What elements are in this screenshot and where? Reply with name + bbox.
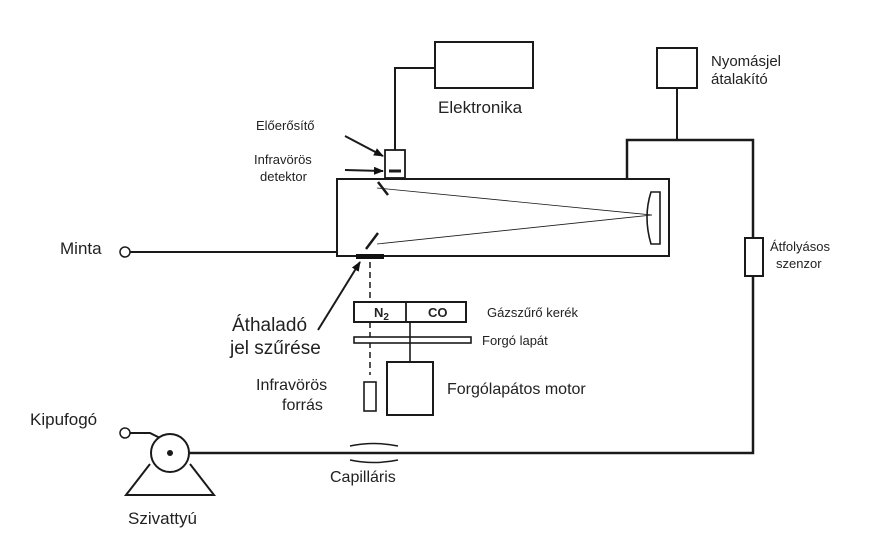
concave-mirror (646, 191, 661, 245)
exhaust-port (119, 427, 131, 439)
electronics-wire (394, 67, 435, 150)
label-gaz-n2: N2 (374, 305, 389, 323)
exhaust-line (130, 432, 161, 439)
label-atfolyasos-1: Átfolyásos (770, 239, 830, 254)
cell-outlet-pipe (625, 138, 755, 238)
sample-inlet-port (119, 246, 131, 258)
label-detektor-1: Infravörös (254, 152, 312, 167)
label-nyomasjel-1: Nyomásjel (711, 53, 781, 70)
label-atfolyasos-2: szenzor (776, 256, 822, 271)
preamp-box (384, 149, 406, 179)
label-gaz-co: CO (428, 305, 448, 320)
pressure-converter-box (656, 47, 698, 89)
label-forras-2: forrás (282, 397, 323, 414)
upper-mirror (377, 181, 389, 196)
label-kipufogo: Kipufogó (30, 410, 97, 429)
detector-arrow (344, 166, 384, 175)
lower-mirror (365, 232, 379, 250)
label-forgo-lapat: Forgó lapát (482, 333, 548, 348)
return-pipe (180, 276, 755, 455)
ir-source (363, 381, 377, 412)
label-athalado-1: Áthaladó (232, 315, 307, 336)
gas-filter-wheel (353, 301, 467, 323)
capillary-top (349, 442, 399, 447)
label-forgolapatos-motor: Forgólapátos motor (447, 381, 586, 398)
label-minta: Minta (60, 239, 102, 258)
filter-window (356, 254, 384, 259)
rotary-motor (386, 361, 434, 416)
preamp-arrow (344, 135, 384, 157)
label-elektronika: Elektronika (438, 98, 523, 117)
label-forras-1: Infravörös (256, 377, 327, 394)
capillary-bottom (349, 459, 399, 464)
label-szivattyu: Szivattyú (128, 509, 197, 528)
pump-center (167, 450, 173, 456)
label-eloerosito: Előerősítő (256, 118, 315, 133)
label-detektor-2: detektor (260, 169, 308, 184)
electronics-box (434, 41, 534, 89)
light-path (376, 187, 653, 245)
label-gazszuro-kerek: Gázszűrő kerék (487, 305, 579, 320)
label-capillaris: Capilláris (330, 469, 396, 486)
pump-base (123, 463, 217, 496)
flow-sensor-box (744, 237, 764, 277)
rotating-blade (353, 336, 472, 344)
label-nyomasjel-2: átalakító (711, 71, 768, 88)
filter-arrow (317, 261, 361, 331)
label-athalado-2: jel szűrése (229, 338, 321, 359)
sample-cell (336, 178, 670, 257)
